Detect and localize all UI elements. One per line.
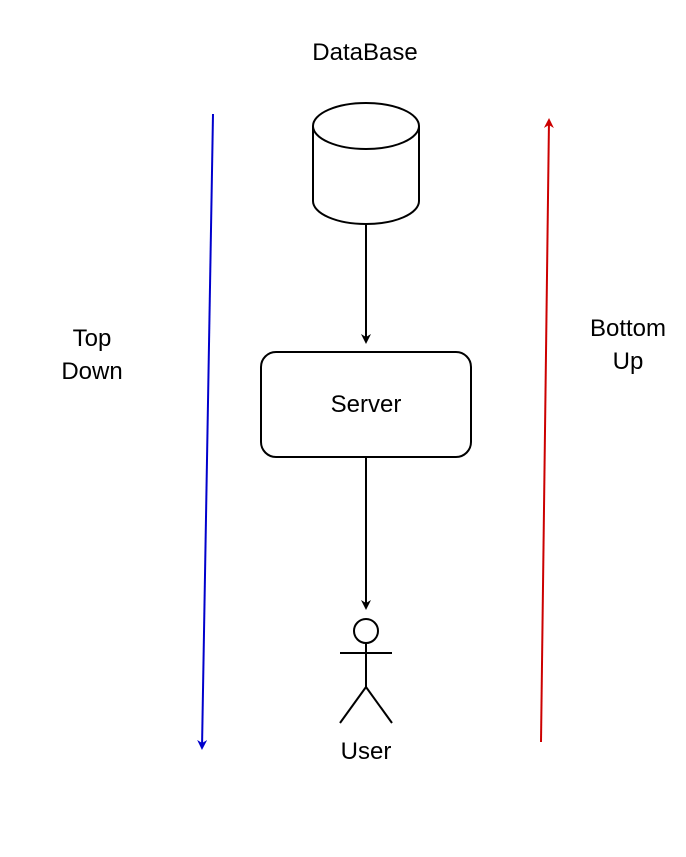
top-down-arrow [197,113,214,750]
database-cylinder-icon [312,102,420,225]
user-label: User [340,738,392,765]
top-down-label: Top Down [61,325,123,385]
bottom-up-label: Bottom Up [589,315,667,375]
database-label: DataBase [312,39,418,66]
server-label: Server [330,391,402,418]
bottom-up-arrow [540,118,554,743]
user-stick-figure-icon [339,618,393,724]
